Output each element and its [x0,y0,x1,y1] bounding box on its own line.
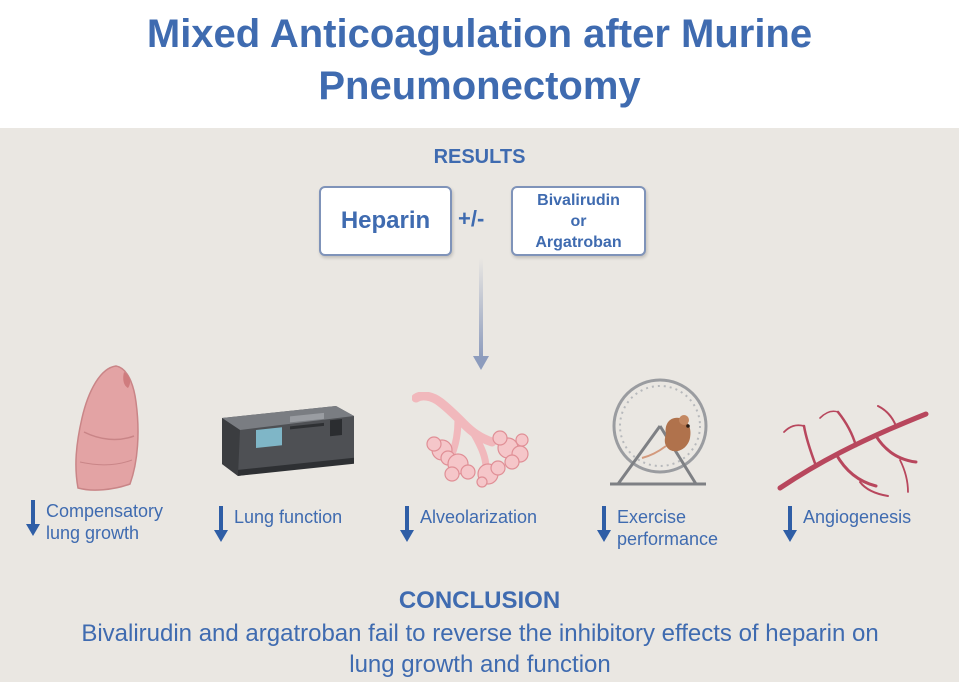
outcome-angiogenesis: Angiogenesis [783,506,911,542]
down-arrow-icon [26,500,40,536]
outcome-label: Compensatory lung growth [46,501,164,543]
flow-arrow-icon [473,258,489,370]
alternative-anticoagulant-label: Bivalirudin or Argatroban [535,191,622,251]
mouse-exercise-wheel-icon [610,378,708,486]
heparin-label: Heparin [340,207,431,234]
blood-vessels-icon [777,405,929,497]
outcome-exercise-performance: Exercise performance [597,506,718,550]
outcome-label: Lung function [234,507,343,527]
down-arrow-icon [214,506,228,542]
outcome-alveolarization: Alveolarization [400,506,537,542]
lung-icon [75,365,139,491]
outcome-label: Alveolarization [420,507,538,527]
down-arrow-icon [783,506,797,542]
alternative-anticoagulant-box: Bivalirudin or Argatroban [511,186,646,256]
alveoli-icon [412,392,529,488]
header: Mixed Anticoagulation after Murine Pneum… [0,0,959,128]
lung-function-analyzer-icon [222,406,354,476]
results-heading: RESULTS [433,146,526,168]
outcome-compensatory-lung-growth: Compensatory lung growth [26,500,163,544]
down-arrow-icon [400,506,414,542]
outcome-lung-function: Lung function [214,506,342,542]
conclusion-heading: CONCLUSION [398,587,561,614]
plus-minus-label: +/- [458,206,485,231]
heparin-box: Heparin [319,186,452,256]
outcome-label: Exercise performance [617,507,719,549]
content-panel [0,128,959,682]
page-title: Mixed Anticoagulation after Murine Pneum… [146,12,813,108]
conclusion-text: Bivalirudin and argatroban fail to rever… [81,620,879,678]
down-arrow-icon [597,506,611,542]
outcome-label: Angiogenesis [803,507,912,527]
